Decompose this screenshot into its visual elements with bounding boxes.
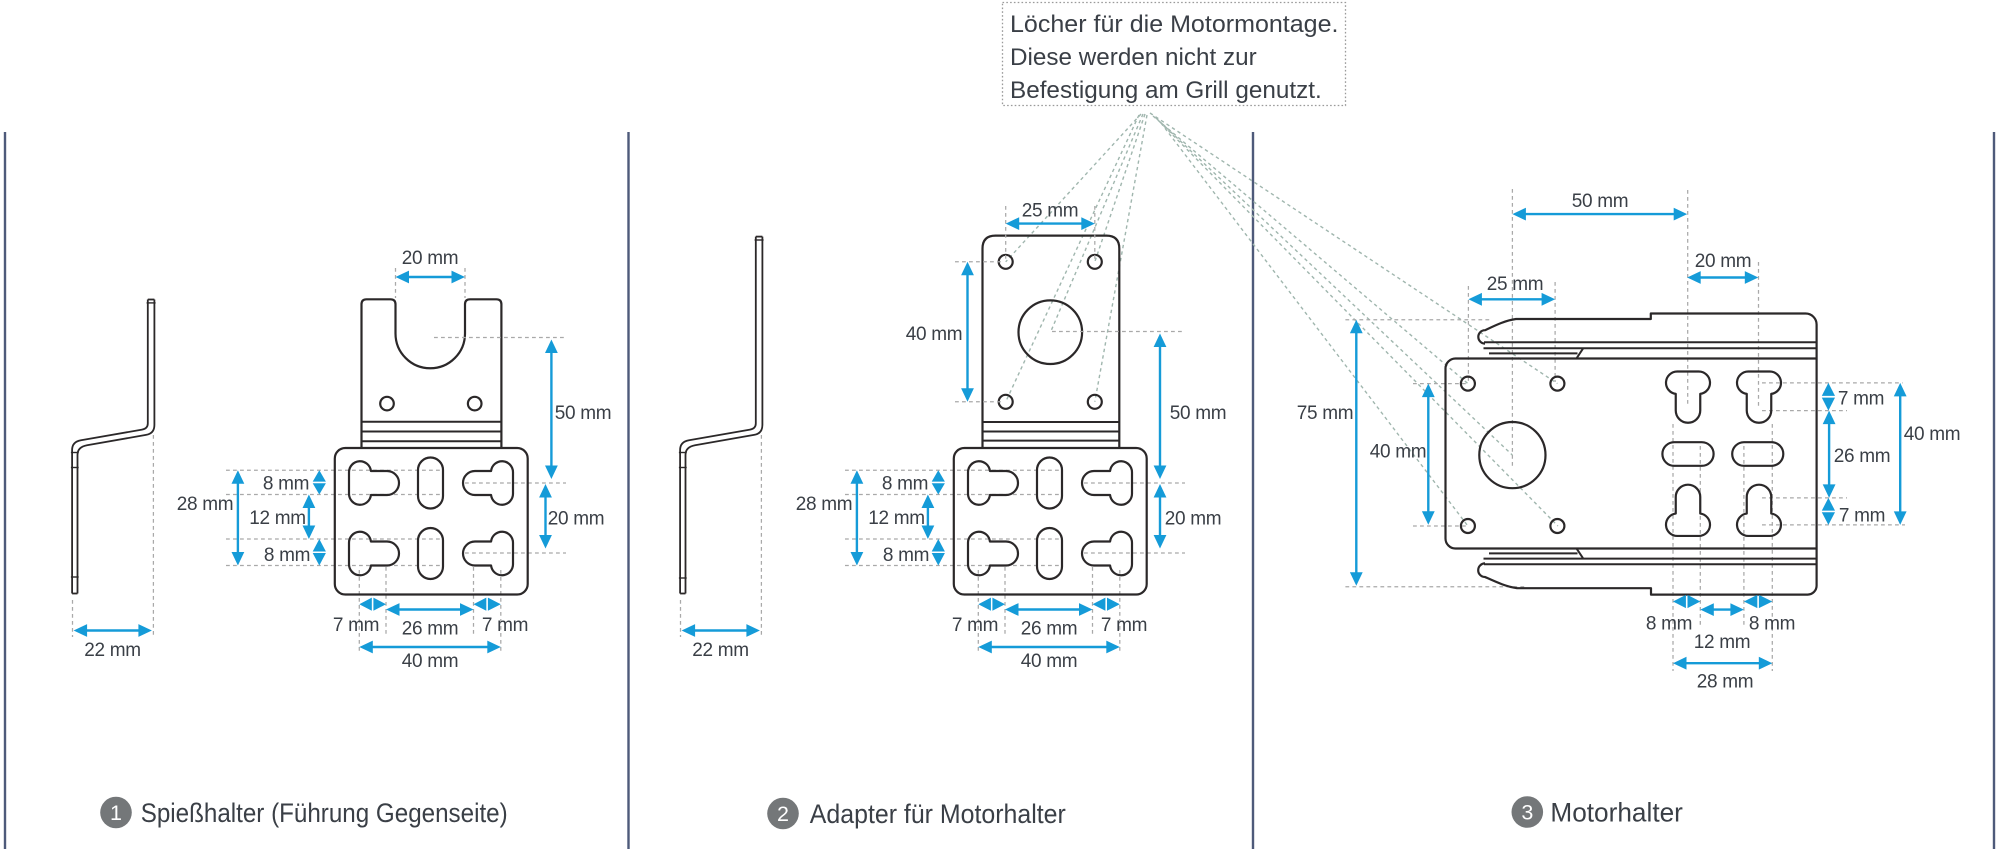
svg-text:22 mm: 22 mm (84, 640, 141, 661)
svg-text:40 mm: 40 mm (1021, 651, 1078, 672)
svg-text:28 mm: 28 mm (796, 494, 853, 515)
svg-text:7 mm: 7 mm (1839, 506, 1885, 527)
svg-text:75 mm: 75 mm (1297, 403, 1354, 424)
svg-text:25 mm: 25 mm (1487, 274, 1544, 295)
svg-text:28 mm: 28 mm (1697, 672, 1754, 693)
svg-text:28 mm: 28 mm (177, 494, 234, 515)
svg-text:40 mm: 40 mm (402, 651, 459, 672)
svg-text:Adapter für Motorhalter: Adapter für Motorhalter (810, 799, 1066, 829)
svg-text:8 mm: 8 mm (882, 474, 928, 495)
svg-text:3: 3 (1521, 801, 1533, 825)
svg-text:20 mm: 20 mm (402, 248, 459, 269)
svg-text:50 mm: 50 mm (1170, 403, 1227, 424)
svg-text:Motorhalter: Motorhalter (1550, 798, 1683, 828)
svg-text:1: 1 (110, 801, 122, 825)
svg-text:8 mm: 8 mm (263, 474, 309, 495)
svg-text:8 mm: 8 mm (264, 545, 310, 566)
svg-text:7 mm: 7 mm (1838, 389, 1884, 410)
svg-text:7 mm: 7 mm (482, 615, 528, 636)
svg-text:26 mm: 26 mm (1021, 619, 1078, 640)
svg-text:25 mm: 25 mm (1022, 201, 1079, 222)
svg-text:8 mm: 8 mm (1749, 614, 1795, 635)
svg-text:50 mm: 50 mm (1572, 191, 1629, 212)
svg-text:7 mm: 7 mm (333, 615, 379, 636)
svg-text:20 mm: 20 mm (1165, 509, 1222, 530)
svg-text:Diese werden nicht zur: Diese werden nicht zur (1010, 44, 1257, 71)
svg-text:12 mm: 12 mm (249, 508, 306, 529)
svg-text:40 mm: 40 mm (1904, 424, 1961, 445)
svg-text:Löcher für die Motormontage.: Löcher für die Motormontage. (1010, 11, 1339, 38)
svg-text:Befestigung am Grill genutzt.: Befestigung am Grill genutzt. (1010, 77, 1322, 104)
svg-text:2: 2 (777, 802, 789, 826)
svg-text:7 mm: 7 mm (952, 615, 998, 636)
svg-text:40 mm: 40 mm (1370, 442, 1427, 463)
svg-text:12 mm: 12 mm (868, 508, 925, 529)
svg-text:50 mm: 50 mm (555, 403, 612, 424)
svg-text:7 mm: 7 mm (1101, 615, 1147, 636)
svg-text:20 mm: 20 mm (548, 509, 605, 530)
svg-text:12 mm: 12 mm (1694, 632, 1751, 653)
svg-text:20 mm: 20 mm (1695, 251, 1752, 272)
svg-text:8 mm: 8 mm (1646, 614, 1692, 635)
svg-text:26 mm: 26 mm (1834, 446, 1891, 467)
svg-text:26 mm: 26 mm (402, 619, 459, 640)
svg-text:22 mm: 22 mm (692, 640, 749, 661)
svg-text:40 mm: 40 mm (906, 324, 963, 345)
svg-text:Spießhalter (Führung Gegenseit: Spießhalter (Führung Gegenseite) (141, 798, 508, 828)
svg-text:8 mm: 8 mm (883, 545, 929, 566)
